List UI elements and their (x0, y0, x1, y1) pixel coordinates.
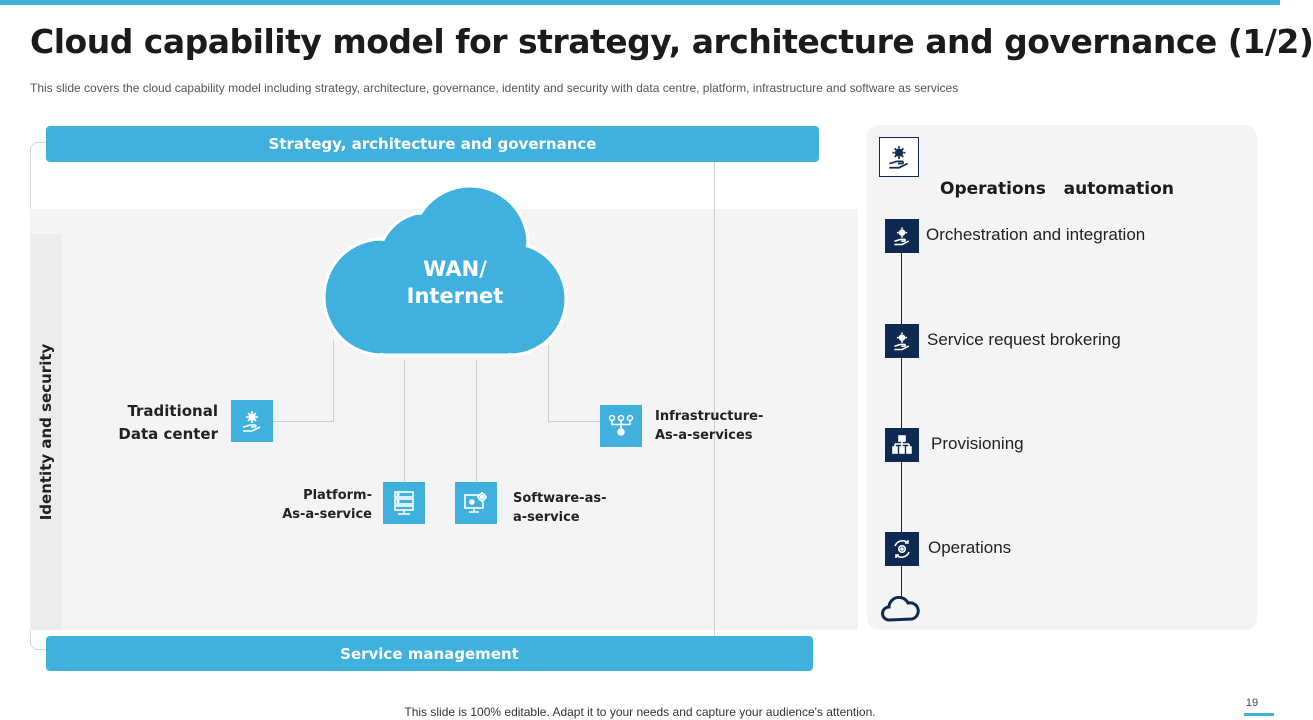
operations-panel (867, 125, 1257, 630)
cloud-icon (881, 595, 920, 622)
hierarchy-icon (885, 428, 919, 462)
footer-note: This slide is 100% editable. Adapt it to… (404, 705, 876, 719)
identity-security-strip (31, 234, 62, 630)
connector-line (273, 421, 334, 422)
connector-line (333, 340, 334, 421)
provisioning-label: Provisioning (931, 434, 1024, 453)
platform-line2: As-a-service (282, 507, 372, 522)
connector-line (548, 345, 549, 421)
gear-hand-icon (885, 219, 919, 253)
page-subtitle: This slide covers the cloud capability m… (30, 81, 959, 95)
platform-line1: Platform- (303, 488, 372, 503)
connector-line (714, 162, 715, 636)
infrastructure-line1: Infrastructure- (655, 409, 764, 424)
software-label: Software-as- a-service (513, 489, 623, 527)
service-management-banner: Service management (46, 636, 813, 671)
network-icon (600, 405, 642, 447)
page-number-underline (1244, 713, 1274, 716)
strategy-banner: Strategy, architecture and governance (46, 126, 819, 162)
platform-label: Platform- As-a-service (262, 486, 372, 524)
service-management-label: Service management (340, 644, 519, 663)
cloud-label-line1: WAN/ (423, 257, 487, 281)
identity-security-label: Identity and security (37, 343, 55, 521)
top-accent-bar (0, 0, 1280, 5)
traditional-data-center-label: Traditional Data center (98, 400, 218, 446)
operations-heading: Operations automation (940, 179, 1174, 199)
operations-label: Operations (928, 538, 1012, 557)
gear-hand-icon (879, 137, 919, 177)
traditional-line2: Data center (118, 425, 218, 443)
page-title: Cloud capability model for strategy, arc… (30, 22, 1313, 61)
gear-hand-icon (885, 324, 919, 358)
connector-line (548, 421, 600, 422)
traditional-line1: Traditional (127, 402, 218, 420)
operations-timeline (901, 236, 902, 596)
cloud-label: WAN/ Internet (360, 256, 550, 310)
software-line2: a-service (513, 510, 580, 525)
cloud-shape (322, 184, 568, 357)
connector-line (404, 360, 405, 482)
connector-line (476, 360, 477, 482)
cloud-label-line2: Internet (406, 284, 504, 308)
server-icon (383, 482, 425, 524)
orchestration-label: Orchestration and integration (926, 225, 1146, 244)
infrastructure-label: Infrastructure- As-a-services (655, 407, 785, 445)
monitor-gear-icon (455, 482, 497, 524)
page-number: 19 (1245, 697, 1259, 709)
service-request-brokering-label: Service request brokering (927, 330, 1121, 349)
strategy-banner-label: Strategy, architecture and governance (268, 135, 597, 153)
software-line1: Software-as- (513, 491, 607, 506)
cycle-gear-icon (885, 532, 919, 566)
infrastructure-line2: As-a-services (655, 428, 753, 443)
gear-hand-icon (231, 400, 273, 442)
